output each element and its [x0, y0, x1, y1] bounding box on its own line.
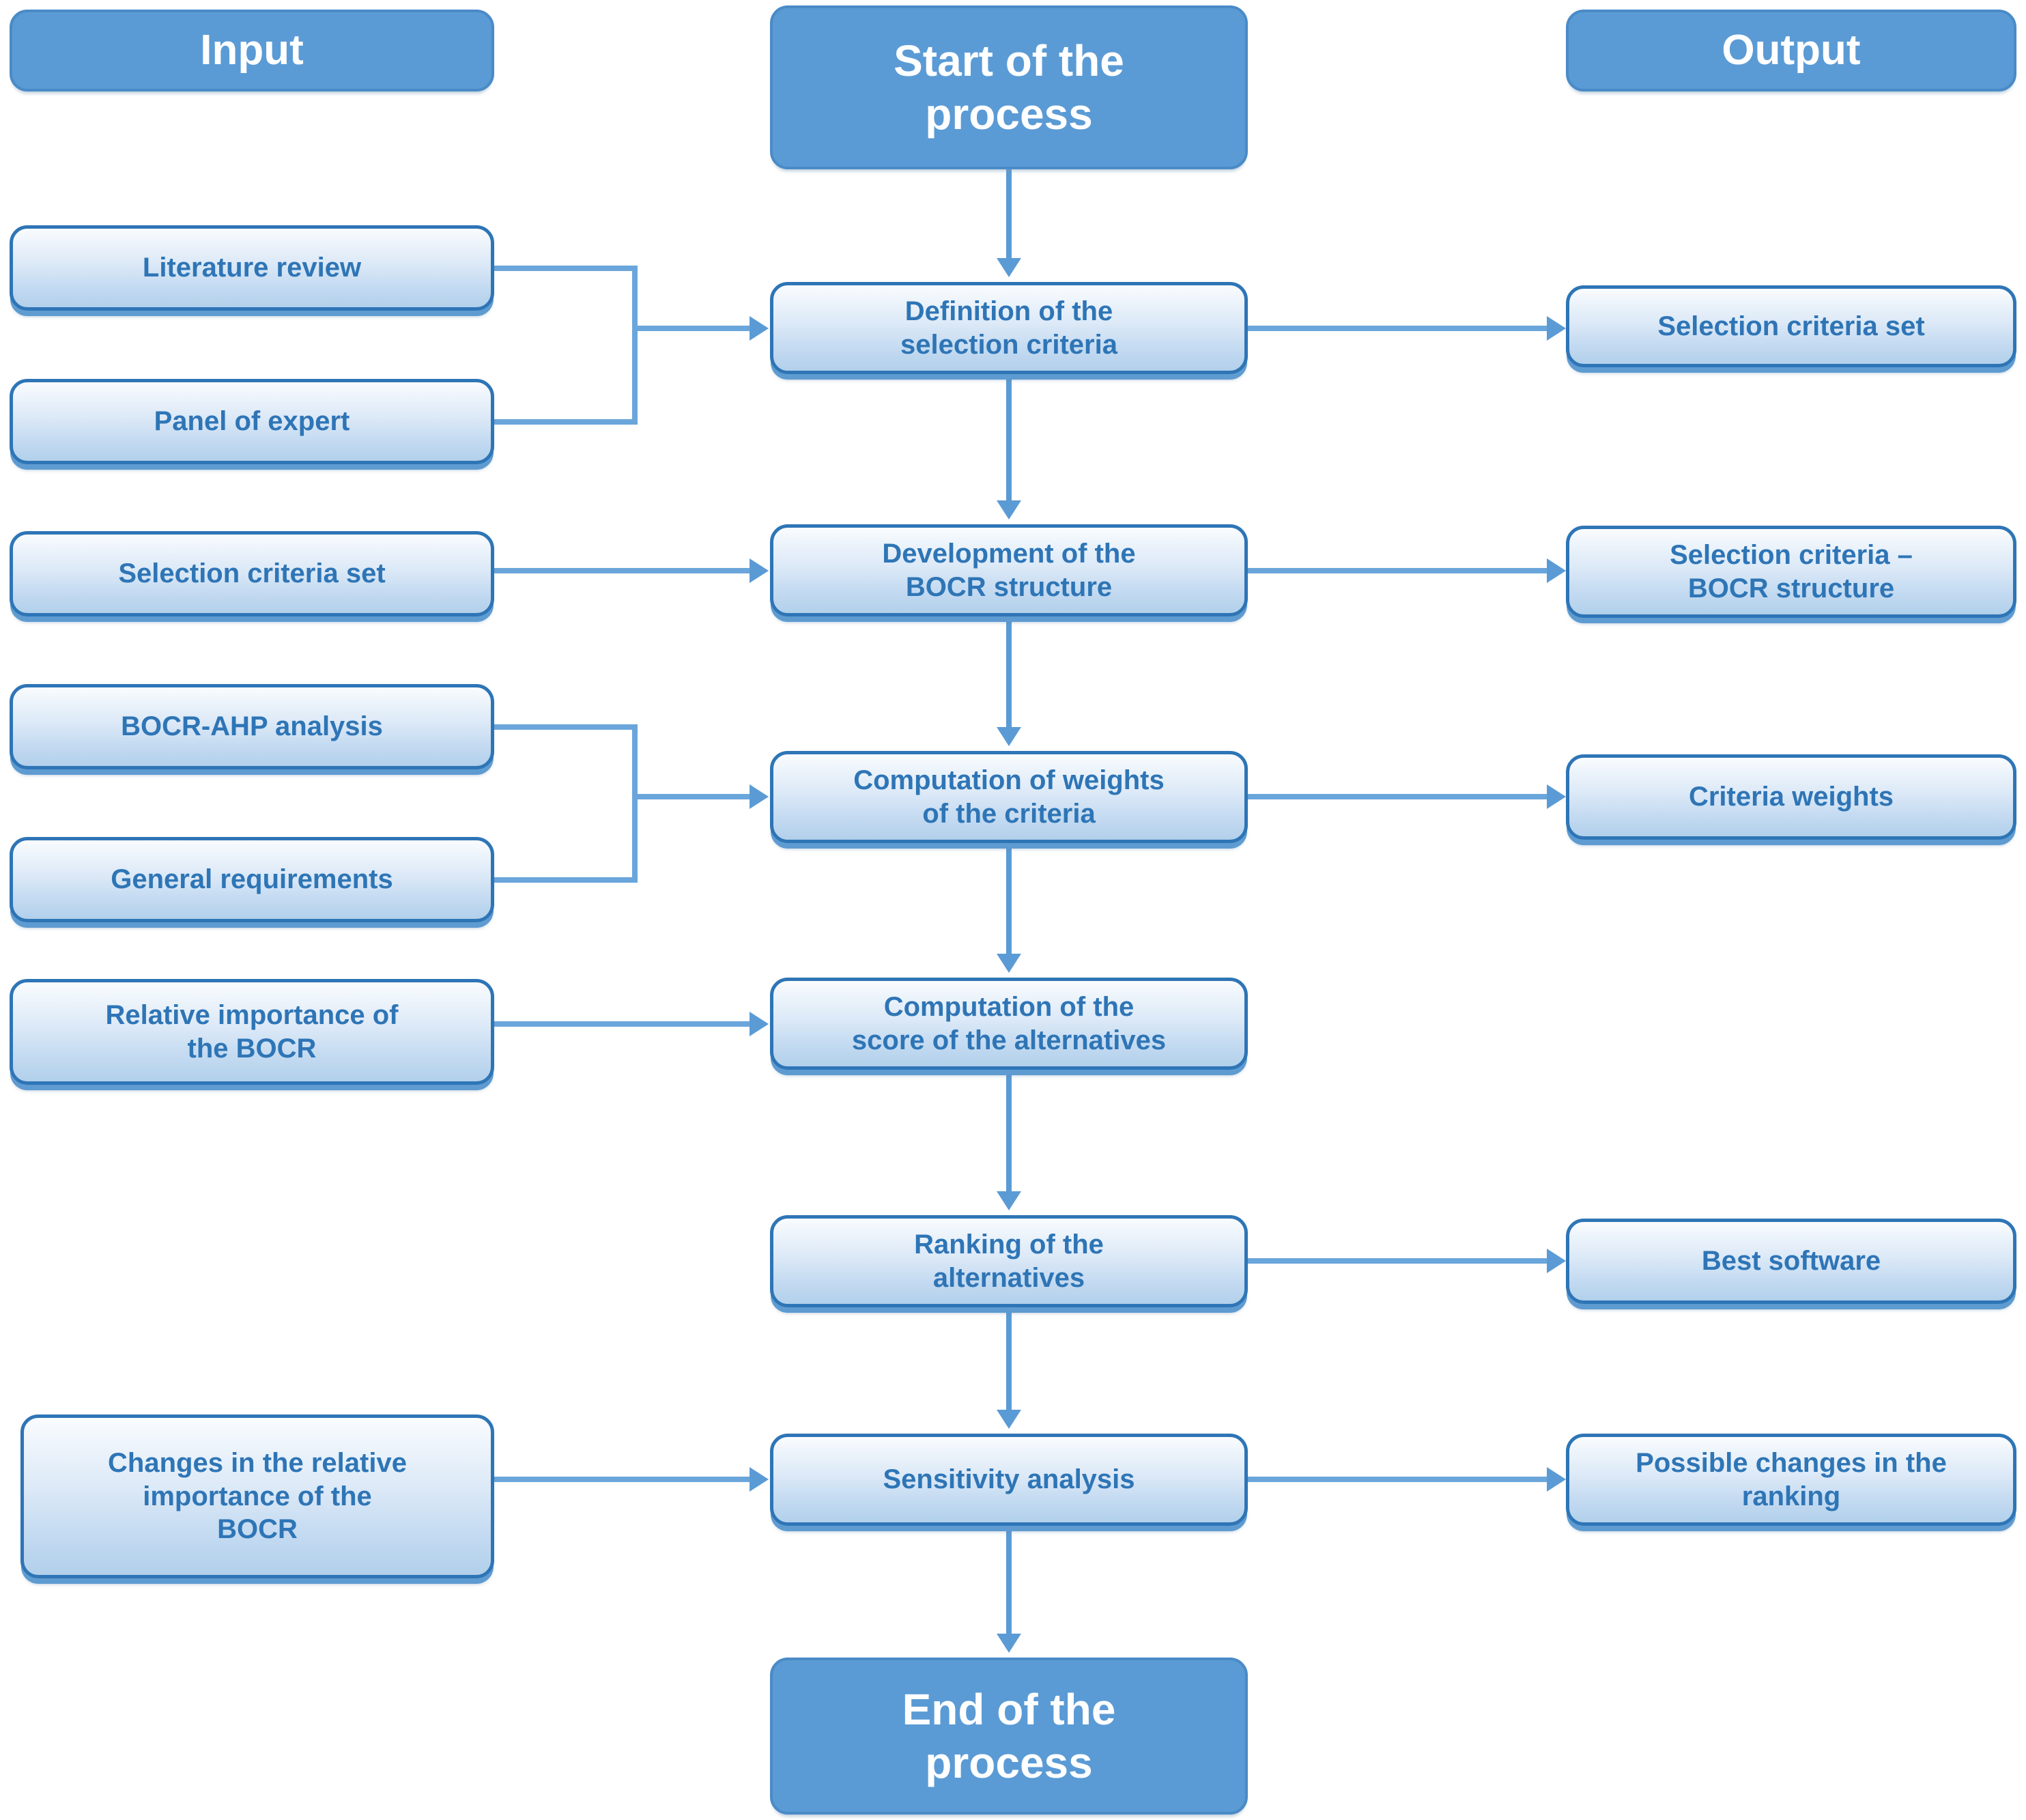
edge-score-to-ranking	[1006, 1070, 1012, 1191]
process-ranking-alternatives-label: Ranking of the alternatives	[914, 1229, 1104, 1293]
terminator-end-of-process: End of the process	[770, 1658, 1248, 1815]
input-changes-relative-importance-bocr-label: Changes in the relative importance of th…	[108, 1447, 407, 1545]
edge-definition-to-output-criteria-set	[1248, 326, 1551, 331]
edge-merge2-to-weights	[632, 794, 755, 799]
output-possible-changes-ranking[interactable]: Possible changes in the ranking	[1566, 1434, 2016, 1526]
column-header-output-label: Output	[1722, 27, 1861, 74]
output-selection-criteria-bocr-structure[interactable]: Selection criteria – BOCR structure	[1566, 526, 2016, 618]
edge-weights-to-score	[1006, 843, 1012, 954]
process-computation-score-alternatives-label: Computation of the score of the alternat…	[851, 991, 1167, 1055]
arrowhead-selection-criteria-set-to-development	[750, 558, 769, 583]
arrowhead-merge1-to-definition	[750, 316, 769, 341]
arrowhead-changes-relative-importance-to-sensitivity	[750, 1467, 769, 1492]
output-possible-changes-ranking-label: Possible changes in the ranking	[1636, 1447, 1947, 1511]
edge-weights-to-output-criteria-weights	[1248, 794, 1551, 799]
edge-ranking-to-output-best-software	[1248, 1258, 1551, 1264]
arrowhead-merge2-to-weights	[750, 784, 769, 809]
edge-development-to-output-bocr-structure	[1248, 568, 1551, 573]
edge-sensitivity-to-output-possible-changes	[1248, 1477, 1551, 1482]
input-selection-criteria-set[interactable]: Selection criteria set	[10, 531, 494, 616]
arrowhead-ranking-to-sensitivity	[997, 1410, 1021, 1429]
process-development-bocr-structure-label: Development of the BOCR structure	[882, 538, 1136, 602]
output-selection-criteria-set-label: Selection criteria set	[1657, 311, 1925, 341]
edge-start-to-definition	[1006, 169, 1012, 261]
process-development-bocr-structure[interactable]: Development of the BOCR structure	[770, 524, 1248, 616]
process-ranking-alternatives[interactable]: Ranking of the alternatives	[770, 1215, 1248, 1307]
input-changes-relative-importance-bocr[interactable]: Changes in the relative importance of th…	[20, 1414, 494, 1578]
output-best-software[interactable]: Best software	[1566, 1219, 2016, 1304]
input-literature-review-label: Literature review	[142, 253, 362, 283]
output-best-software-label: Best software	[1701, 1246, 1881, 1277]
arrowhead-start-to-definition	[997, 258, 1021, 277]
input-panel-of-expert-label: Panel of expert	[154, 406, 350, 437]
terminator-end-label: End of the process	[902, 1684, 1116, 1787]
output-criteria-weights-label: Criteria weights	[1688, 782, 1894, 812]
column-header-output: Output	[1566, 10, 2016, 91]
edge-merge1-to-definition	[632, 326, 755, 331]
arrowhead-weights-to-score	[997, 954, 1021, 973]
edge-development-to-weights	[1006, 616, 1012, 727]
process-computation-weights-criteria[interactable]: Computation of weights of the criteria	[770, 751, 1248, 843]
input-bocr-ahp-analysis-label: BOCR-AHP analysis	[121, 711, 383, 742]
edge-selection-criteria-set-to-development	[494, 568, 755, 573]
arrowhead-development-to-output-bocr-structure	[1547, 558, 1566, 583]
arrowhead-sensitivity-to-end	[997, 1634, 1021, 1653]
arrowhead-weights-to-output-criteria-weights	[1547, 784, 1566, 809]
edge-definition-to-development	[1006, 374, 1012, 500]
arrowhead-development-to-weights	[997, 727, 1021, 746]
arrowhead-definition-to-development	[997, 500, 1021, 520]
arrowhead-ranking-to-output-best-software	[1547, 1249, 1566, 1273]
arrowhead-definition-to-output-criteria-set	[1547, 316, 1566, 341]
output-selection-criteria-set[interactable]: Selection criteria set	[1566, 285, 2016, 367]
column-header-input-label: Input	[200, 27, 304, 74]
edge-literature-review-out	[494, 266, 638, 271]
terminator-start-of-process: Start of the process	[770, 5, 1248, 169]
edge-ranking-to-sensitivity	[1006, 1307, 1012, 1410]
input-general-requirements[interactable]: General requirements	[10, 837, 494, 922]
input-general-requirements-label: General requirements	[111, 864, 393, 895]
arrowhead-sensitivity-to-output-possible-changes	[1547, 1467, 1566, 1492]
edge-merge2-vertical	[632, 724, 638, 883]
process-definition-selection-criteria[interactable]: Definition of the selection criteria	[770, 282, 1248, 374]
edge-bocr-ahp-analysis-out	[494, 724, 638, 730]
process-sensitivity-analysis[interactable]: Sensitivity analysis	[770, 1434, 1248, 1526]
input-panel-of-expert[interactable]: Panel of expert	[10, 379, 494, 464]
process-computation-score-alternatives[interactable]: Computation of the score of the alternat…	[770, 978, 1248, 1070]
input-bocr-ahp-analysis[interactable]: BOCR-AHP analysis	[10, 684, 494, 769]
process-computation-weights-criteria-label: Computation of weights of the criteria	[853, 765, 1165, 829]
process-sensitivity-analysis-label: Sensitivity analysis	[883, 1464, 1135, 1495]
edge-panel-of-expert-out	[494, 419, 638, 425]
input-relative-importance-bocr[interactable]: Relative importance of the BOCR	[10, 979, 494, 1085]
edge-changes-relative-importance-to-sensitivity	[494, 1477, 755, 1482]
output-selection-criteria-bocr-structure-label: Selection criteria – BOCR structure	[1670, 539, 1913, 603]
edge-sensitivity-to-end	[1006, 1526, 1012, 1634]
arrowhead-score-to-ranking	[997, 1191, 1021, 1210]
output-criteria-weights[interactable]: Criteria weights	[1566, 754, 2016, 840]
arrowhead-relative-importance-to-score	[750, 1012, 769, 1036]
terminator-start-label: Start of the process	[894, 35, 1124, 139]
edge-general-requirements-out	[494, 877, 638, 883]
input-selection-criteria-set-label: Selection criteria set	[118, 558, 386, 589]
input-relative-importance-bocr-label: Relative importance of the BOCR	[105, 999, 399, 1064]
input-literature-review[interactable]: Literature review	[10, 225, 494, 311]
process-definition-selection-criteria-label: Definition of the selection criteria	[900, 296, 1117, 360]
edge-merge1-vertical	[632, 266, 638, 425]
edge-relative-importance-to-score	[494, 1021, 755, 1027]
column-header-input: Input	[10, 10, 494, 91]
